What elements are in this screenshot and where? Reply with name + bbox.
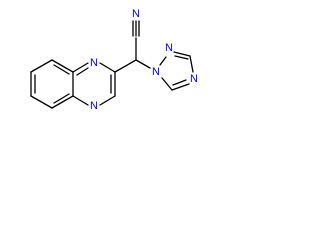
bond <box>51 95 74 109</box>
molecule-drawing: N N N N N N <box>30 8 198 112</box>
quinoxaline-n4-label: N <box>90 100 98 112</box>
bond <box>189 55 194 73</box>
double-bond-inner <box>53 64 70 75</box>
pyrazine-ring <box>72 62 116 106</box>
central-carbon-bonds <box>114 20 151 73</box>
triazole-ring <box>159 51 194 91</box>
nitrile-n-label: N <box>132 8 140 20</box>
double-bond-inner <box>76 67 89 76</box>
bond <box>30 59 53 73</box>
bond <box>72 62 89 73</box>
bond <box>173 51 191 57</box>
benzo-ring <box>30 59 74 109</box>
bond <box>99 95 116 106</box>
triazole-n1-label: N <box>152 66 160 78</box>
bond <box>171 83 190 91</box>
structure-diagram: N N N N N N <box>0 0 222 137</box>
bond <box>159 56 167 66</box>
bond <box>30 95 53 109</box>
bond <box>114 59 137 73</box>
triazole-n2-label: N <box>165 42 173 54</box>
bond <box>99 62 116 73</box>
triazole-n4-label: N <box>190 73 198 85</box>
bond <box>72 95 89 106</box>
bond <box>135 59 151 69</box>
double-bond-inner <box>172 79 187 86</box>
quinoxaline-n1-label: N <box>90 57 98 69</box>
bond <box>161 77 173 91</box>
double-bond-inner <box>53 93 70 104</box>
double-bond-inner <box>174 55 189 60</box>
bond <box>51 59 74 73</box>
